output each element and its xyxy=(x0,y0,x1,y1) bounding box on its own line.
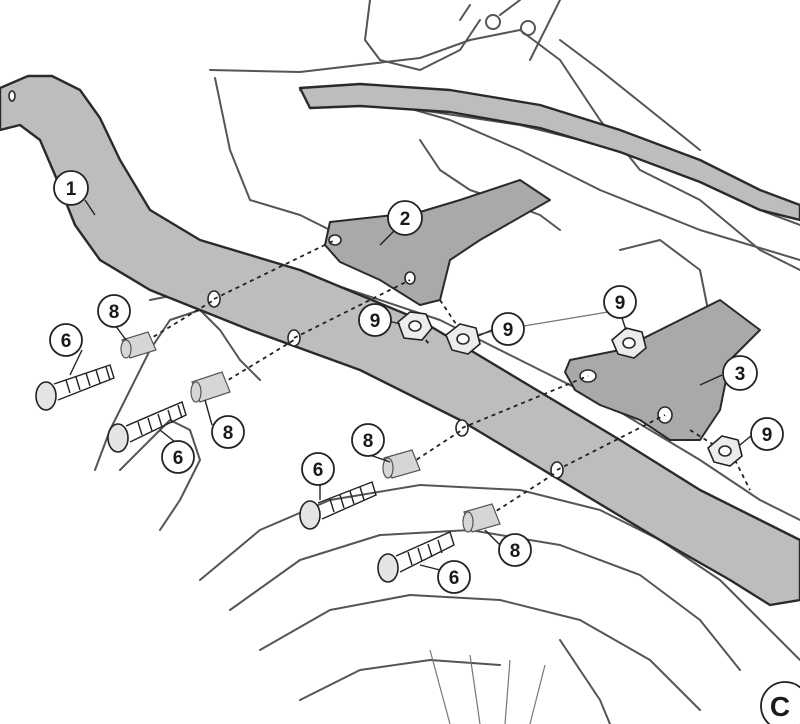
callout-6-label: 6 xyxy=(313,460,324,481)
callout-9-label: 9 xyxy=(503,320,514,341)
callout-8-label: 8 xyxy=(109,302,120,323)
step-letter-label: C xyxy=(770,691,790,722)
leader-lines xyxy=(69,199,753,571)
callout-8-middle-center: 8 xyxy=(351,423,385,457)
callout-9-label: 9 xyxy=(370,311,381,332)
nut-left-a xyxy=(397,311,433,341)
callout-3-label: 3 xyxy=(735,364,746,385)
callout-8-label: 8 xyxy=(223,423,234,444)
callout-9-right-a: 9 xyxy=(603,285,637,319)
callout-9-left-b: 9 xyxy=(491,312,525,346)
nut-left-b xyxy=(445,323,481,355)
callout-2-label: 2 xyxy=(400,209,411,230)
right-mounting-bracket xyxy=(564,299,761,441)
callout-8-label: 8 xyxy=(510,541,521,562)
left-mounting-bracket xyxy=(324,179,551,306)
callout-8-upper-left: 8 xyxy=(97,294,131,328)
callout-6-middle-left: 6 xyxy=(161,440,195,474)
callout-9-left-a: 9 xyxy=(358,303,392,337)
callout-6-label: 6 xyxy=(61,331,72,352)
callout-6-middle-center: 6 xyxy=(301,452,335,486)
bolt-middle-center xyxy=(299,481,377,530)
callout-8-lower-center: 8 xyxy=(498,533,532,567)
nut-right-b xyxy=(707,435,743,467)
spacer-middle-center xyxy=(382,449,421,479)
bolt-middle-left xyxy=(107,401,187,453)
callout-1-label: 1 xyxy=(66,179,77,200)
spacer-middle-left xyxy=(190,371,231,403)
callout-9-label: 9 xyxy=(762,425,773,446)
callout-6-upper-left: 6 xyxy=(49,323,83,357)
callout-9-right-b: 9 xyxy=(750,417,784,451)
callout-6-label: 6 xyxy=(449,568,460,589)
spacer-lower-center xyxy=(462,503,501,533)
step-letter-badge: C xyxy=(760,681,800,724)
callout-2: 2 xyxy=(387,200,423,236)
callout-6-lower-center: 6 xyxy=(437,560,471,594)
bolt-upper-left xyxy=(35,364,115,411)
bolt-lower-center xyxy=(377,531,455,583)
callout-8-label: 8 xyxy=(363,431,374,452)
callout-3: 3 xyxy=(722,355,758,391)
callout-8-middle-left: 8 xyxy=(211,415,245,449)
spacer-upper-left xyxy=(120,331,157,359)
callout-1: 1 xyxy=(53,170,89,206)
callout-9-label: 9 xyxy=(615,293,626,314)
callout-6-label: 6 xyxy=(173,448,184,469)
